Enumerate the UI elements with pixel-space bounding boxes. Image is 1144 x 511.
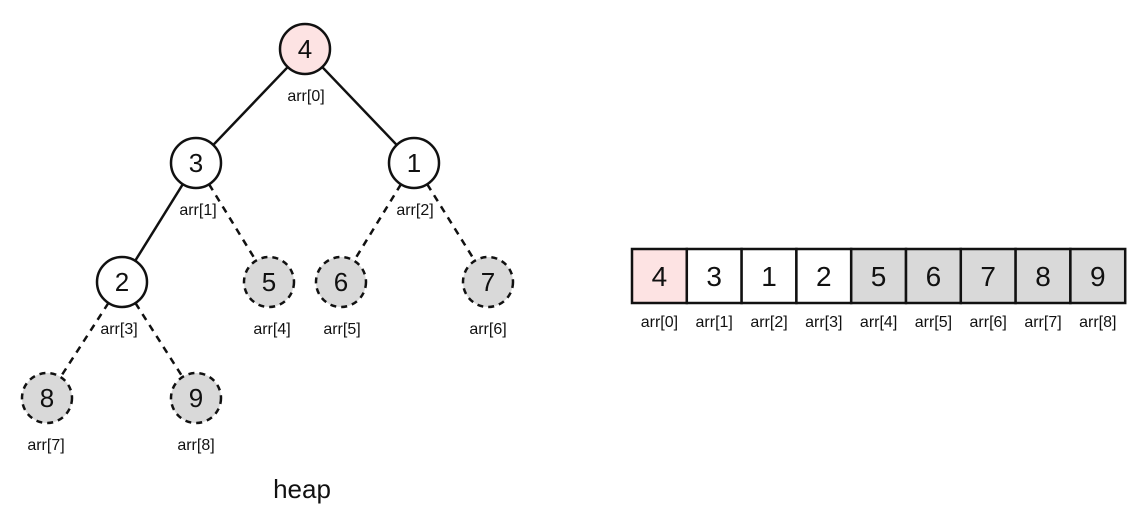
- heap-node-value: 7: [481, 267, 495, 297]
- heap-caption: heap: [273, 474, 331, 504]
- array-cell-box: [740, 247, 798, 305]
- heap-node-circle: [461, 255, 515, 309]
- heap-node-circle: [20, 371, 74, 425]
- array-cell-0: 4 arr[0]: [630, 247, 689, 331]
- heap-node-circle: [169, 371, 223, 425]
- edge-0-1: [212, 66, 289, 146]
- dashed-edge-2-5: [353, 183, 402, 262]
- heap-node-label: arr[0]: [287, 88, 324, 105]
- dashed-edge-3-7: [59, 302, 110, 378]
- array-cell-value: 9: [1090, 261, 1106, 292]
- heap-node-value: 1: [407, 148, 421, 178]
- array-cell-8: 9 arr[8]: [1069, 247, 1127, 331]
- heap-node-7: 8 arr[7]: [20, 371, 74, 454]
- array-cells: 4 arr[0] 3 arr[1] 1 arr[2] 2 arr[3] 5 arr[4] 6 arr[…: [630, 247, 1127, 331]
- heap-node-circle: [387, 136, 441, 190]
- array-cell-box: [1069, 247, 1127, 305]
- heap-node-circle: [169, 136, 223, 190]
- heap-node-circle: [278, 22, 332, 76]
- array-cell-box: [630, 247, 689, 305]
- heap-node-label: arr[4]: [253, 321, 290, 338]
- heap-node-5: 6 arr[5]: [314, 255, 368, 338]
- array-cell-box: [1014, 247, 1072, 305]
- array-cell-1: 3 arr[1]: [685, 247, 743, 331]
- array-cell-2: 1 arr[2]: [740, 247, 798, 331]
- heap-node-label: arr[8]: [177, 437, 214, 454]
- heap-node-value: 8: [40, 383, 54, 413]
- dashed-edge-2-6: [426, 183, 476, 262]
- array-cell-label: arr[2]: [750, 314, 787, 331]
- heap-node-label: arr[1]: [179, 202, 216, 219]
- heap-node-8: 9 arr[8]: [169, 371, 223, 454]
- edge-0-2: [321, 66, 398, 146]
- array-cell-5: 6 arr[5]: [904, 247, 963, 331]
- heap-node-6: 7 arr[6]: [461, 255, 515, 338]
- array-cell-box: [795, 247, 853, 305]
- array-cell-label: arr[6]: [970, 314, 1007, 331]
- array-cell-value: 5: [871, 261, 887, 292]
- heap-node-circle: [314, 255, 368, 309]
- array-cell-label: arr[7]: [1024, 314, 1061, 331]
- array-cell-4: 5 arr[4]: [849, 247, 908, 331]
- array-cell-label: arr[3]: [805, 314, 842, 331]
- array-cell-value: 8: [1035, 261, 1051, 292]
- edge-1-3: [134, 183, 184, 262]
- array-cell-label: arr[1]: [696, 314, 733, 331]
- array-cell-value: 3: [706, 261, 722, 292]
- heap-node-label: arr[5]: [323, 321, 360, 338]
- heap-node-0: 4 arr[0]: [278, 22, 332, 105]
- heap-node-2: 1 arr[2]: [387, 136, 441, 219]
- heap-node-value: 3: [189, 148, 203, 178]
- heap-node-1: 3 arr[1]: [169, 136, 223, 219]
- heap-node-3: 2 arr[3]: [95, 255, 149, 338]
- array-cell-value: 1: [761, 261, 777, 292]
- array-cell-value: 2: [816, 261, 832, 292]
- array-cell-label: arr[4]: [860, 314, 897, 331]
- tree-edges: [59, 66, 476, 378]
- dashed-edge-1-4: [208, 183, 257, 262]
- heap-node-circle: [242, 255, 296, 309]
- heap-node-value: 2: [115, 267, 129, 297]
- array-cell-6: 7 arr[6]: [959, 247, 1017, 331]
- heap-node-label: arr[3]: [100, 321, 137, 338]
- array-cell-value: 4: [652, 261, 668, 292]
- heap-node-value: 5: [262, 267, 276, 297]
- array-cell-label: arr[8]: [1079, 314, 1116, 331]
- array-cell-box: [904, 247, 963, 305]
- array-cell-label: arr[0]: [641, 314, 678, 331]
- tree-nodes: 4 arr[0] 3 arr[1] 1 arr[2] 2 arr[3] 5 arr[4] 6 arr[…: [20, 22, 515, 454]
- array-cell-box: [685, 247, 743, 305]
- array-cell-value: 7: [980, 261, 996, 292]
- heap-node-4: 5 arr[4]: [242, 255, 296, 338]
- array-cell-label: arr[5]: [915, 314, 952, 331]
- heap-node-value: 4: [298, 34, 312, 64]
- array-cell-box: [959, 247, 1017, 305]
- heap-node-circle: [95, 255, 149, 309]
- heap-node-label: arr[2]: [396, 202, 433, 219]
- dashed-edge-3-8: [134, 302, 184, 378]
- heap-node-label: arr[7]: [27, 437, 64, 454]
- array-cell-box: [849, 247, 908, 305]
- heap-node-label: arr[6]: [469, 321, 506, 338]
- array-cell-3: 2 arr[3]: [795, 247, 853, 331]
- array-cell-7: 8 arr[7]: [1014, 247, 1072, 331]
- heap-node-value: 6: [334, 267, 348, 297]
- array-cell-value: 6: [926, 261, 942, 292]
- heap-node-value: 9: [189, 383, 203, 413]
